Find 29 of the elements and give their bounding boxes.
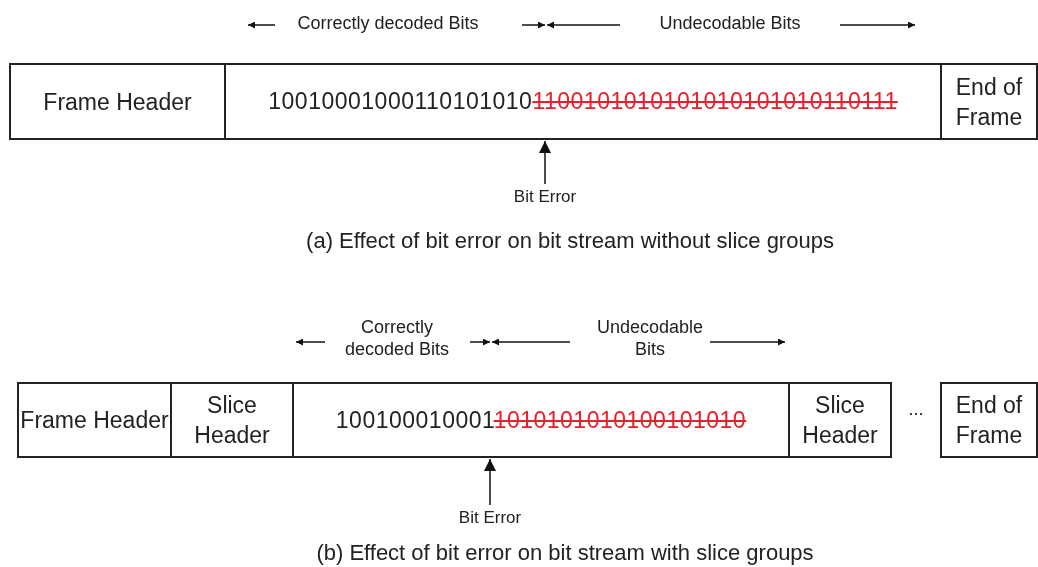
field-label: Slice Header: [193, 391, 271, 450]
figure-caption: (b) Effect of bit error on bit stream with slice groups: [315, 540, 815, 566]
frame-field-box: [940, 382, 1038, 458]
field-label: End of Frame: [954, 391, 1024, 450]
bit-error-label: Bit Error: [458, 508, 522, 528]
bit-string: 10010001000110101010: [268, 88, 533, 114]
range-label: Undecodable Bits: [658, 12, 802, 34]
arrow: [539, 140, 551, 185]
arrow: [484, 458, 496, 506]
range-label: Correctly decoded Bits: [343, 316, 451, 360]
field-label: Frame Header: [20, 406, 169, 435]
field-label: Frame Header: [43, 87, 192, 117]
error-bit-string: 1010101010100101010: [493, 406, 747, 433]
frame-field-box: [940, 63, 1038, 140]
frame-field-box: [17, 382, 172, 458]
figure-caption: (a) Effect of bit error on bit stream without slice groups: [305, 228, 835, 254]
range-label: Correctly decoded Bits: [296, 12, 480, 34]
bit-error-label: Bit Error: [513, 187, 577, 207]
slice-header-box: [788, 382, 892, 458]
bit-string: 100100010001: [335, 406, 494, 433]
range-label: Undecodable Bits: [595, 316, 705, 360]
bit-stream-box: [292, 382, 790, 458]
slice-header-box: [170, 382, 294, 458]
error-bit-string: 1100101010101010101010110111: [532, 88, 898, 114]
field-label: End of Frame: [954, 72, 1024, 132]
frame-field-box: [9, 63, 226, 140]
field-label: Slice Header: [801, 391, 879, 450]
ellipsis-text: ...: [907, 398, 925, 420]
bit-stream-box: [224, 63, 942, 140]
